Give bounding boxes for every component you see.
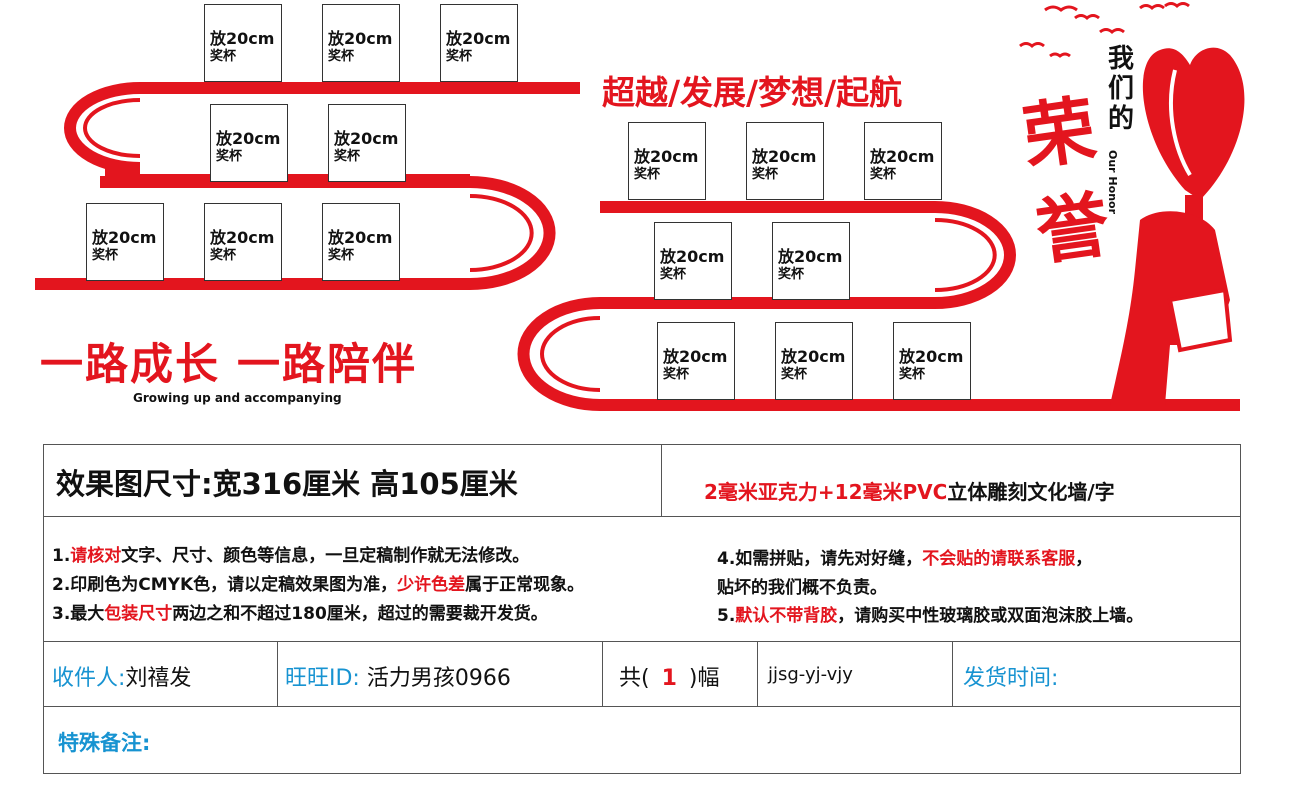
code-field: jjsg-yj-vjy [768, 664, 853, 685]
track-curve-left-lower-inner [469, 194, 534, 272]
size-cell: 效果图尺寸:宽316厘米 高105厘米 [44, 445, 661, 516]
ship-time-label: 发货时间: [963, 666, 1059, 691]
note-3: 3.最大包装尺寸两边之和不超过180厘米，超过的需要裁开发货。 [52, 604, 548, 624]
recipient-cell: 收件人:刘禧发 [44, 642, 277, 706]
material-cell: 2毫米亚克力+12毫米PVC立体雕刻文化墙/字 [661, 445, 1241, 516]
ship-time-cell: 发货时间: [952, 642, 1241, 706]
track-curve-right-lower-inner [540, 316, 601, 392]
track-curve-right-lower [517, 297, 1240, 411]
note-2: 2.印刷色为CMYK色，请以定稿效果图为准，少许色差属于正常现象。 [52, 575, 585, 595]
trophy-highlight [1168, 69, 1192, 177]
track-curve-left-lower [35, 176, 556, 290]
note-4: 4.如需拼贴，请先对好缝，不会贴的请联系客服， [717, 549, 1093, 569]
recipient-field: 收件人:刘禧发 [52, 666, 192, 691]
order-fields-row: 收件人:刘禧发 旺旺ID: 活力男孩0966 共(1)幅 jjsg-yj-vjy… [44, 642, 1240, 707]
code-cell: jjsg-yj-vjy [757, 642, 952, 706]
track-curve-left-upper [64, 82, 580, 174]
honor-en-text: Our Honor [1106, 150, 1119, 215]
track-curve-left-upper-inner [83, 98, 141, 158]
count-field: 共(1)幅 [619, 666, 720, 691]
size-row: 效果图尺寸:宽316厘米 高105厘米 2毫米亚克力+12毫米PVC立体雕刻文化… [44, 445, 1240, 517]
note-1: 1.请核对文字、尺寸、颜色等信息，一旦定稿制作就无法修改。 [52, 546, 530, 566]
material-prefix: 2毫米亚克力+12毫米PVC [704, 480, 948, 504]
count-cell: 共(1)幅 [602, 642, 757, 706]
honor-we-text: 我们的 [1107, 44, 1134, 134]
birds-icon [1019, 2, 1190, 58]
special-note-label: 特殊备注: [58, 731, 151, 755]
note-5: 5.默认不带背胶，请购买中性玻璃胶或双面泡沫胶上墙。 [717, 606, 1144, 626]
track-curve-right-upper [600, 201, 1016, 309]
material-suffix: 立体雕刻文化墙/字 [947, 480, 1115, 504]
slogan-sub: Growing up and accompanying [133, 391, 342, 405]
red-track-graphics [35, 2, 1245, 411]
wangwang-cell: 旺旺ID: 活力男孩0966 [277, 642, 602, 706]
size-title: 效果图尺寸:宽316厘米 高105厘米 [56, 467, 518, 501]
material-title: 2毫米亚克力+12毫米PVC立体雕刻文化墙/字 [704, 476, 1115, 505]
track-curve-right-upper-inner [934, 218, 997, 292]
trophy-hand-icon [1110, 47, 1245, 405]
order-info-table: 效果图尺寸:宽316厘米 高105厘米 2毫米亚克力+12毫米PVC立体雕刻文化… [43, 444, 1241, 774]
wangwang-field: 旺旺ID: 活力男孩0966 [285, 666, 511, 691]
note-4-cont: 贴坏的我们概不负责。 [717, 578, 887, 598]
notes-row: 1.请核对文字、尺寸、颜色等信息，一旦定稿制作就无法修改。 2.印刷色为CMYK… [44, 517, 1240, 642]
slogan-main: 一路成长 一路陪伴 [40, 340, 417, 390]
slogan-top: 超越/发展/梦想/起航 [602, 73, 903, 112]
